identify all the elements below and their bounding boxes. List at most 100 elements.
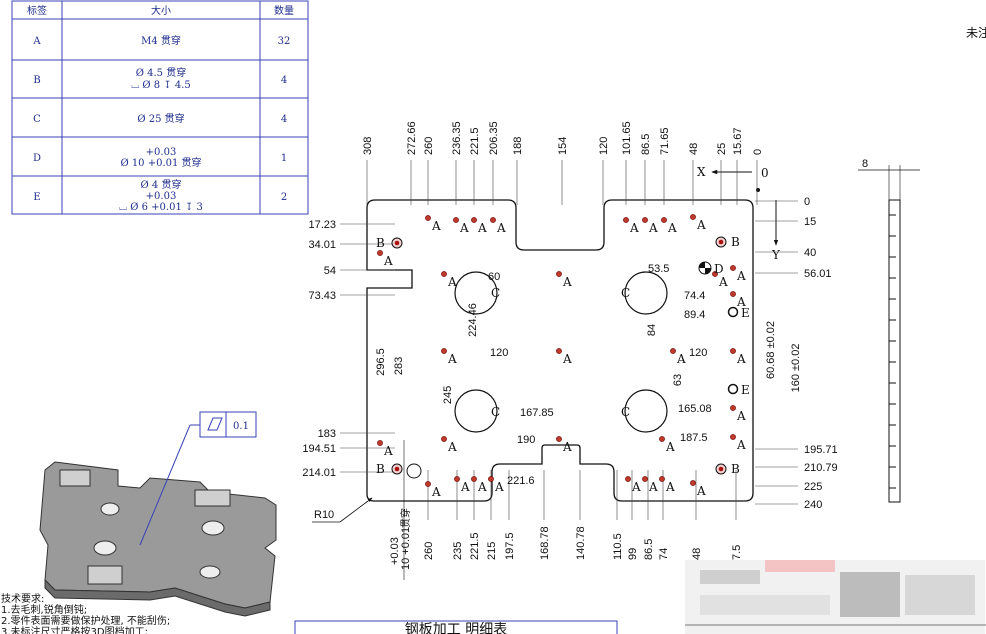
- top-dimension: 260: [423, 137, 435, 155]
- left-dimension: 214.01: [302, 467, 336, 479]
- hole-a: [441, 436, 447, 442]
- rotated-dimension: 160 ±0.02: [790, 344, 802, 393]
- bottom-dimension: 221.5: [469, 532, 481, 560]
- inner-dimension: 120: [689, 347, 707, 359]
- top-dimension: 71.65: [659, 127, 671, 155]
- bottom-dimension: 74: [658, 548, 670, 560]
- plate-thickness: 8: [862, 158, 868, 170]
- isometric-3d-view: 0.1: [39, 411, 277, 617]
- hole-a-label: A: [447, 275, 457, 289]
- hole-a-label: A: [667, 221, 677, 235]
- rotated-dimension: 245: [442, 386, 454, 404]
- table-cell-label: B: [33, 75, 40, 86]
- left-dimension: 54: [324, 265, 336, 277]
- hole-b-center: [718, 239, 724, 245]
- table-cell-size: ⌴ Ø 6 +0.01 ↧ 3: [119, 202, 203, 213]
- hole-a: [690, 480, 696, 486]
- bottom-title: 钢板加工 明细表: [405, 622, 507, 634]
- hole-a: [453, 217, 459, 223]
- hole-d-center: [699, 262, 711, 274]
- top-dimension: 272.66: [406, 121, 418, 155]
- blurred-title-block: [685, 560, 986, 634]
- hole-a: [659, 476, 665, 482]
- hole-a-label: A: [494, 480, 504, 494]
- right-dimension: 0: [804, 196, 810, 208]
- hole-a-label: A: [631, 480, 641, 494]
- bottom-dimension: 260: [423, 542, 435, 560]
- hole-b-label: B: [731, 462, 740, 476]
- bottom-dimension: 48: [691, 548, 703, 560]
- left-dimension: 17.23: [308, 219, 336, 231]
- inner-dimension: 89.4: [684, 309, 705, 321]
- right-dimension: 240: [804, 499, 822, 511]
- hole-a-label: A: [447, 440, 457, 454]
- inner-dimension: 165.08: [678, 403, 712, 415]
- left-dimension: 73.43: [308, 290, 336, 302]
- bottom-dimension: 110.5: [612, 533, 624, 560]
- bottom-dimension: 235: [452, 542, 464, 560]
- hole-a: [377, 250, 383, 256]
- hole-b-center: [394, 240, 400, 246]
- hole-a-label: A: [736, 352, 746, 366]
- svg-text:C: C: [491, 405, 500, 419]
- top-dimension: 188: [512, 137, 524, 155]
- hole-a-label: A: [696, 218, 706, 232]
- hole-a: [556, 348, 562, 354]
- top-dimension: 154: [557, 137, 569, 155]
- hole-a-label: A: [562, 440, 572, 454]
- hole-a-label: A: [562, 275, 572, 289]
- right-dimension: 56.01: [804, 268, 832, 280]
- table-cell-qty: 4: [281, 114, 287, 125]
- hole-d-label: D: [714, 262, 724, 276]
- table-cell-label: E: [33, 192, 40, 203]
- hole-a-label: A: [383, 444, 393, 458]
- hole-a-label: A: [665, 480, 675, 494]
- hole-a-label: A: [736, 438, 746, 452]
- hole-b-center: [394, 466, 400, 472]
- hole-a: [377, 440, 383, 446]
- hole-a: [556, 436, 562, 442]
- inner-dimension: 190: [517, 434, 535, 446]
- rotated-dimension: 283: [393, 357, 405, 375]
- hole-a-label: A: [477, 221, 487, 235]
- bottom-dimension: 99: [627, 548, 639, 560]
- table-cell-qty: 32: [278, 36, 291, 47]
- hole-a: [712, 271, 718, 277]
- left-dimension: 183: [318, 428, 336, 440]
- y-axis-label: Y: [771, 248, 781, 262]
- through-label: 贯穿: [399, 508, 412, 528]
- hole-a-label: A: [665, 440, 675, 454]
- table-cell-label: D: [33, 153, 41, 164]
- svg-text:C: C: [491, 286, 500, 300]
- table-cell-size: Ø 4.5 贯穿: [136, 66, 186, 79]
- plate-outline: [366, 199, 754, 502]
- tech-item: 3.未标注尺寸严格按3D图档加工;: [1, 625, 148, 634]
- radius-label: R10: [314, 509, 334, 521]
- fit-tolerance: 10 +0.01: [400, 527, 412, 570]
- hole-a-label: A: [736, 269, 746, 283]
- hole-a: [471, 217, 477, 223]
- hole-a-label: A: [736, 409, 746, 423]
- top-dimension: 308: [362, 137, 374, 155]
- inner-dimension: 60: [488, 271, 500, 283]
- tech-item: 2.零件表面需要做保护处理, 不能刮伤;: [1, 614, 170, 627]
- fit-tolerance: +0.03: [389, 537, 401, 565]
- table-cell-label: C: [33, 114, 41, 125]
- hole-a: [556, 271, 562, 277]
- hole-b-label: B: [731, 235, 740, 249]
- x-axis-label: X: [697, 165, 706, 179]
- hole-a: [425, 215, 431, 221]
- top-dimension: 221.5: [469, 127, 481, 155]
- bottom-dimension: 7.5: [731, 545, 743, 560]
- svg-text:C: C: [621, 405, 630, 419]
- hole-a-label: A: [459, 221, 469, 235]
- hole-a: [659, 436, 665, 442]
- left-dimension: 34.01: [308, 239, 336, 251]
- table-cell-size: Ø 10 +0.01 贯穿: [120, 156, 201, 169]
- bottom-dimension: 168.78: [539, 526, 551, 560]
- bottom-dimension: 140.78: [575, 526, 587, 560]
- table-cell-size: M4 贯穿: [141, 34, 181, 47]
- inner-dimension: 120: [490, 347, 508, 359]
- hole-a-label: A: [431, 219, 441, 233]
